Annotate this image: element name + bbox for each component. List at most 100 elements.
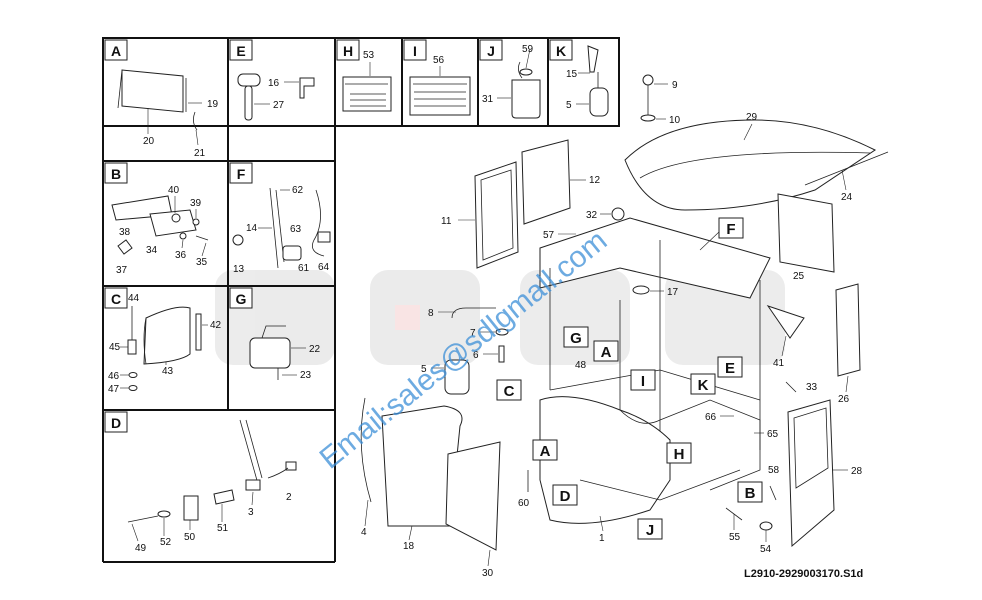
panel-grid xyxy=(102,37,620,563)
part-60: 60 xyxy=(518,498,530,509)
part-1: 1 xyxy=(599,533,605,544)
part-64: 64 xyxy=(318,262,330,273)
part-56: 56 xyxy=(433,55,445,66)
sdlg-logo-watermark xyxy=(215,270,785,365)
part-10: 10 xyxy=(669,115,681,126)
panel-c-label: C xyxy=(104,287,128,309)
drawing-code: L2910-2929003170.S1d xyxy=(744,568,863,580)
callout-k: K xyxy=(690,373,716,395)
part-52: 52 xyxy=(160,537,172,548)
part-50: 50 xyxy=(184,532,196,543)
part-18: 18 xyxy=(403,541,415,552)
panel-d-label: D xyxy=(104,411,128,433)
svg-text:D: D xyxy=(560,488,571,505)
part-25: 25 xyxy=(793,271,805,282)
part-29: 29 xyxy=(746,112,758,123)
svg-text:A: A xyxy=(601,344,612,361)
part-2: 2 xyxy=(286,492,292,503)
part-22: 22 xyxy=(309,344,321,355)
callout-h: H xyxy=(666,442,692,464)
svg-text:B: B xyxy=(111,166,121,182)
part-46: 46 xyxy=(108,371,120,382)
part-9: 9 xyxy=(672,80,678,91)
part-26: 26 xyxy=(838,394,850,405)
svg-text:I: I xyxy=(413,43,417,59)
callout-c: C xyxy=(496,379,522,401)
part-48: 48 xyxy=(575,360,587,371)
svg-text:E: E xyxy=(725,360,735,377)
panel-letters: A E H I J K B F C G D xyxy=(104,39,573,433)
part-47: 47 xyxy=(108,384,120,395)
part-36: 36 xyxy=(175,250,187,261)
part-55: 55 xyxy=(729,532,741,543)
part-37: 37 xyxy=(116,265,128,276)
part-31: 31 xyxy=(482,94,494,105)
callout-e: E xyxy=(717,356,743,378)
svg-text:F: F xyxy=(726,221,735,238)
part-54: 54 xyxy=(760,544,772,555)
part-53: 53 xyxy=(363,50,375,61)
svg-text:H: H xyxy=(343,43,353,59)
part-3: 3 xyxy=(248,507,254,518)
part-61: 61 xyxy=(298,263,310,274)
part-28: 28 xyxy=(851,466,863,477)
part-11: 11 xyxy=(441,216,452,227)
part-21: 21 xyxy=(194,148,206,159)
part-62: 62 xyxy=(292,185,304,196)
panel-b-label: B xyxy=(104,162,128,184)
part-23: 23 xyxy=(300,370,312,381)
part-15: 15 xyxy=(566,69,578,80)
part-34: 34 xyxy=(146,245,158,256)
part-8: 8 xyxy=(428,308,434,319)
part-4: 4 xyxy=(361,527,367,538)
panel-d-drawing: 2 3 51 50 52 49 xyxy=(127,419,297,554)
panel-k-label: K xyxy=(549,39,573,61)
part-30: 30 xyxy=(482,568,494,579)
svg-text:H: H xyxy=(674,446,685,463)
callout-d: D xyxy=(552,484,578,506)
svg-text:B: B xyxy=(745,485,756,502)
part-38: 38 xyxy=(119,227,131,238)
part-19: 19 xyxy=(207,99,219,110)
svg-text:C: C xyxy=(504,383,515,400)
part-33: 33 xyxy=(806,382,818,393)
part-24: 24 xyxy=(841,192,853,203)
svg-text:K: K xyxy=(698,377,709,394)
callout-a-upper: A xyxy=(593,340,619,362)
panel-k-drawing: 15 5 xyxy=(566,45,609,117)
part-43: 43 xyxy=(162,366,174,377)
part-39: 39 xyxy=(190,198,202,209)
part-51: 51 xyxy=(217,523,229,534)
part-57: 57 xyxy=(543,230,555,241)
part-35: 35 xyxy=(196,257,208,268)
part-40: 40 xyxy=(168,185,180,196)
panel-i-drawing: 56 xyxy=(409,55,471,116)
svg-text:G: G xyxy=(570,330,582,347)
part-6: 6 xyxy=(473,350,479,361)
svg-text:F: F xyxy=(237,166,246,182)
callout-b: B xyxy=(737,481,763,503)
part-20: 20 xyxy=(143,136,155,147)
svg-text:I: I xyxy=(641,373,645,390)
panel-b-drawing: 40 39 38 34 36 35 37 xyxy=(111,185,209,276)
part-59: 59 xyxy=(522,44,534,55)
svg-text:A: A xyxy=(540,443,551,460)
part-7: 7 xyxy=(470,328,476,339)
svg-text:A: A xyxy=(111,43,121,59)
part-49: 49 xyxy=(135,543,147,554)
part-5b: 5 xyxy=(421,364,427,375)
part-5: 5 xyxy=(566,100,572,111)
panel-e-drawing: 16 27 xyxy=(237,73,315,121)
svg-text:E: E xyxy=(236,43,245,59)
svg-text:D: D xyxy=(111,415,121,431)
svg-text:C: C xyxy=(111,291,121,307)
part-12: 12 xyxy=(589,175,601,186)
part-63: 63 xyxy=(290,224,302,235)
part-16: 16 xyxy=(268,78,280,89)
part-44: 44 xyxy=(128,293,140,304)
part-42: 42 xyxy=(210,320,222,331)
panel-i-label: I xyxy=(403,39,427,61)
part-17: 17 xyxy=(667,287,679,298)
part-14: 14 xyxy=(246,223,258,234)
